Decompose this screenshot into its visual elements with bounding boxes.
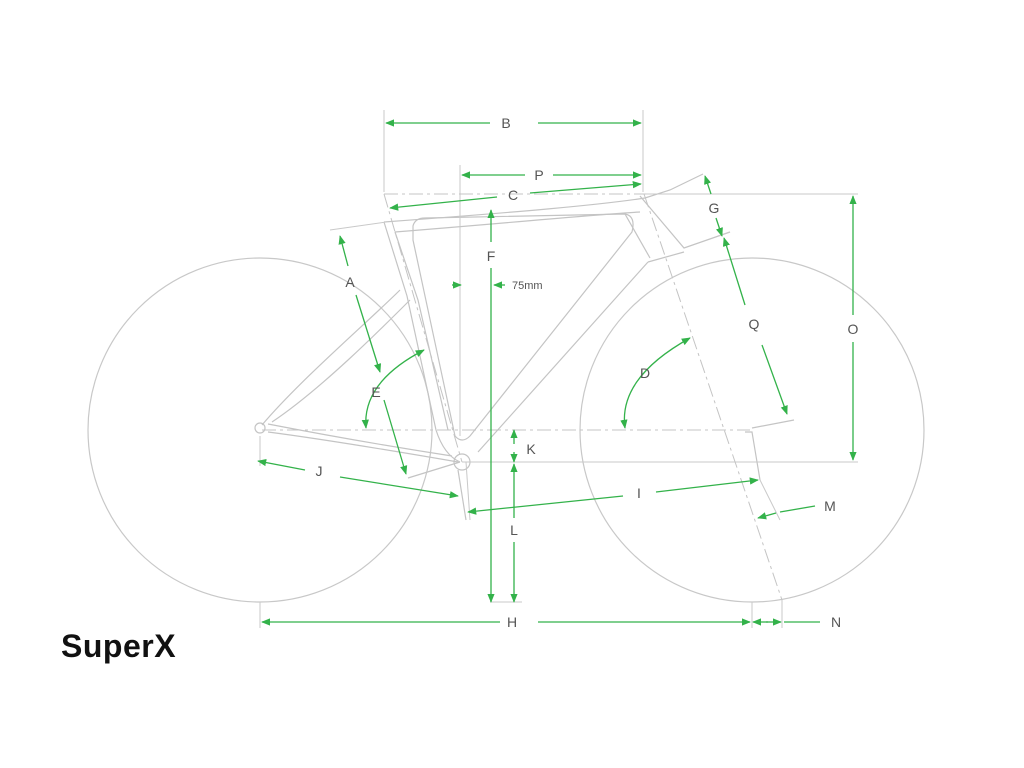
dim-c-left <box>389 196 498 211</box>
dim-i-left <box>467 495 624 515</box>
dim-g-up <box>704 175 712 195</box>
label-i: I <box>637 485 641 501</box>
dim-e-down <box>383 399 408 475</box>
label-b: B <box>501 115 510 131</box>
label-e: E <box>371 384 380 400</box>
dimension-labels: B P C F 75mm A E J K L I H N M O G Q D <box>316 115 859 630</box>
guide-lines <box>259 110 858 628</box>
label-75mm: 75mm <box>512 280 543 292</box>
dim-c-right <box>529 181 642 194</box>
dim-q-up <box>722 237 746 306</box>
dim-m-left <box>757 512 777 520</box>
label-g: G <box>709 200 720 216</box>
bike-frame <box>254 173 795 521</box>
dim-d-arc <box>620 337 691 429</box>
label-l: L <box>510 522 518 538</box>
dim-e-arc <box>361 349 425 429</box>
dim-j-right <box>339 476 459 499</box>
dim-j-left <box>257 458 306 471</box>
label-j: J <box>316 463 323 479</box>
label-p: P <box>534 167 543 183</box>
label-c: C <box>508 187 518 203</box>
label-a: A <box>345 274 355 290</box>
dim-m-out <box>779 505 816 513</box>
model-name-title: SuperX <box>61 628 177 664</box>
label-o: O <box>848 321 859 337</box>
label-m: M <box>824 498 836 514</box>
dim-q-down <box>761 344 788 415</box>
dim-i-right <box>655 477 759 493</box>
dimension-arrows <box>257 119 857 626</box>
label-k: K <box>526 441 536 457</box>
label-h: H <box>507 614 517 630</box>
label-n: N <box>831 614 841 630</box>
label-q: Q <box>749 316 760 332</box>
dim-g-down <box>715 217 723 237</box>
label-f: F <box>487 248 496 264</box>
dim-a-up <box>338 235 349 267</box>
label-d: D <box>640 365 650 381</box>
